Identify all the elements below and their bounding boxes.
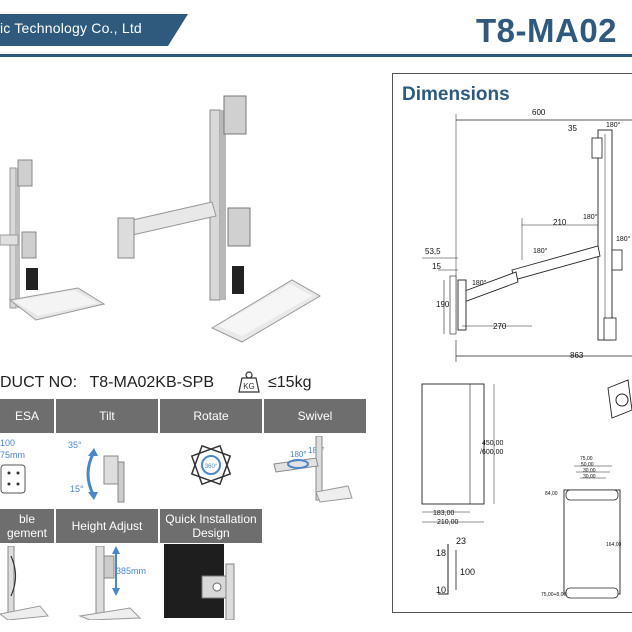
dimensions-panel [392, 73, 632, 613]
plate-dim-164: 164,00 [606, 542, 622, 548]
plate-dim-75: 75,00 [580, 456, 593, 462]
dim-270: 270 [493, 322, 507, 331]
feature-label: Height Adjust [71, 519, 143, 533]
vesa-plate-icon [0, 464, 26, 494]
max-weight: ≤15kg [268, 374, 312, 391]
dim-35: 35 [568, 124, 577, 133]
product-number-label: DUCT NO: [0, 374, 78, 391]
dim-10: 10 [436, 585, 447, 595]
feature-label: Rotate [193, 409, 229, 423]
install-illustration [164, 544, 235, 620]
feature-head-height: Height Adjust [56, 509, 158, 543]
dim-450: 450,00 [482, 440, 504, 447]
feature-head-cable: ble gement [0, 509, 54, 543]
angle-180-low: 180° [472, 280, 487, 287]
plate-dim-50: 50,00 [581, 462, 594, 468]
plate-dim-30a: 30,00 [583, 468, 596, 474]
rotate-illustration: 360° [166, 436, 262, 506]
dim-210-width: 210,00 [437, 519, 459, 526]
dimensions-title: Dimensions [402, 84, 510, 105]
feature-label: Quick Installation Design [165, 512, 257, 540]
swivel-angle-left: 180° [290, 450, 307, 459]
feature-head-swivel: Swivel [264, 399, 366, 433]
wall-plate-drawing [563, 465, 621, 599]
model-title: T8-MA02 [476, 12, 618, 49]
height-illustration: 385mm [70, 546, 158, 620]
product-image-large [117, 95, 321, 343]
angle-180-top: 180° [606, 122, 621, 129]
rotate-degree: 360° [205, 464, 218, 470]
plate-dim-75-8: 75,00+8,00 [541, 592, 567, 598]
weight-icon: KG [236, 370, 262, 394]
plate-dim-84: 84,00 [545, 491, 558, 497]
dim-600: 600 [532, 108, 546, 117]
product-number: DUCT NO: T8-MA02KB-SPB [0, 374, 214, 392]
dim-183: 183,00 [433, 510, 455, 517]
height-travel: 385mm [116, 566, 147, 576]
dim-210: 210 [553, 218, 567, 227]
company-name: ic Technology Co., Ltd [0, 20, 142, 36]
tilt-down-angle: 15° [70, 484, 84, 494]
feature-head-install: Quick Installation Design [160, 509, 262, 543]
dim-190: 190 [436, 300, 450, 309]
angle-180-mid: 180° [583, 214, 598, 221]
angle-180-arm: 180° [533, 248, 548, 255]
vesa-size-75: 75mm [0, 450, 26, 460]
header-rule [0, 54, 632, 57]
product-image-small [0, 159, 106, 321]
feature-label: Tilt [99, 409, 115, 423]
plate-dim-30b: 30,00 [583, 474, 596, 480]
vesa-illustration: 100 75mm [0, 436, 54, 506]
feature-head-tilt: Tilt [56, 399, 158, 433]
angle-180-right: 180° [616, 236, 631, 243]
dim-100: 100 [460, 567, 476, 577]
dim-15: 15 [432, 262, 441, 271]
feature-label: ble gement [6, 512, 48, 540]
product-code: T8-MA02KB-SPB [89, 374, 214, 391]
vesa-plate-drawing [607, 379, 632, 419]
bracket-drawing [438, 544, 457, 595]
tilt-illustration: 35° 15° [62, 436, 158, 506]
swivel-illustration: 180° 180° [266, 436, 364, 506]
side-view-drawing [422, 114, 632, 362]
height-arrow-icon [78, 546, 142, 620]
tilt-up-angle: 35° [68, 440, 82, 450]
cable-illustration [0, 546, 49, 620]
feature-head-rotate: Rotate [160, 399, 262, 433]
weight-icon-label: KG [243, 382, 255, 391]
dim-600-height: /600,00 [480, 449, 504, 456]
tray-front-drawing [421, 383, 495, 523]
dim-18: 18 [436, 548, 447, 558]
vesa-size-100: 100 [0, 438, 16, 448]
swivel-arm-icon [273, 436, 353, 503]
feature-head-vesa: ESA [0, 399, 54, 433]
dim-23: 23 [456, 536, 467, 546]
feature-label: ESA [14, 409, 39, 423]
dim-863: 863 [570, 351, 584, 360]
rotate-icon: 360° [190, 444, 232, 486]
dim-53-5: 53,5 [425, 247, 441, 256]
feature-label: Swivel [297, 409, 333, 423]
header-band [0, 14, 188, 46]
tilt-arrow-icon [86, 448, 125, 503]
